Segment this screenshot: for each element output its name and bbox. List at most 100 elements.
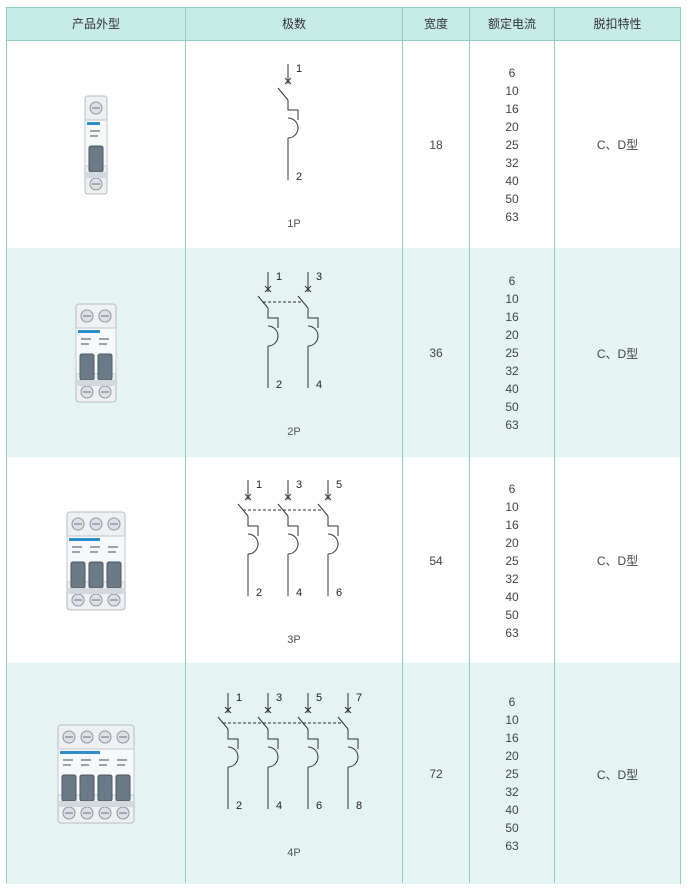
header-trip: 脱扣特性 xyxy=(593,17,642,31)
current-value: 6 xyxy=(508,695,516,709)
current-value: 20 xyxy=(505,328,519,342)
current-value: 20 xyxy=(505,749,519,763)
current-value: 10 xyxy=(505,713,519,727)
table-row: 1 2 3 4 2P 36 6 10 16 20 25 32 40 50 63 C、D型 xyxy=(7,248,680,457)
terminal-label-bottom: 2 xyxy=(236,800,242,812)
current-value: 25 xyxy=(505,137,519,152)
current-value: 63 xyxy=(505,625,519,640)
terminal-label-bottom: 4 xyxy=(276,800,282,812)
trip-characteristic: C、D型 xyxy=(596,554,639,568)
product-image-cell xyxy=(7,457,185,664)
header-current: 额定电流 xyxy=(487,17,536,31)
width-value: 18 xyxy=(429,137,443,152)
terminal-label-bottom: 6 xyxy=(336,587,342,599)
current-value: 63 xyxy=(505,209,519,224)
pole-label: 4P xyxy=(287,847,301,859)
pole-label: 2P xyxy=(287,426,301,438)
terminal-label-top: 1 xyxy=(276,271,282,283)
pole-label: 3P xyxy=(287,633,301,646)
trip-characteristic: C、D型 xyxy=(596,138,639,152)
current-value: 32 xyxy=(505,785,519,799)
current-value: 63 xyxy=(505,418,519,432)
breaker-illustration xyxy=(75,303,117,403)
terminal-label-top: 1 xyxy=(236,692,242,704)
trip-characteristic: C、D型 xyxy=(596,767,639,782)
pole-diagram: 1 2 3 4 xyxy=(257,271,322,391)
pole-diagram: 12 xyxy=(277,63,302,183)
terminal-label-top: 3 xyxy=(276,692,282,704)
current-value: 6 xyxy=(508,65,516,80)
breaker-illustration xyxy=(57,724,135,824)
current-value: 50 xyxy=(505,400,519,414)
terminal-label-bottom: 4 xyxy=(296,587,302,599)
current-value: 16 xyxy=(505,310,519,324)
current-value: 10 xyxy=(505,83,519,98)
current-value: 32 xyxy=(505,364,519,378)
terminal-label-bottom: 6 xyxy=(316,800,322,812)
table-row: 1 2 3 4 5 6 7 8 4P 72 6 10 16 20 25 32 40 50 63 C、D型 xyxy=(7,663,680,884)
current-value: 40 xyxy=(505,173,519,188)
terminal-label-top: 5 xyxy=(316,692,322,704)
width-value: 54 xyxy=(429,553,443,568)
terminal-label-top: 5 xyxy=(336,479,342,491)
column-divider xyxy=(554,8,555,883)
header-width: 宽度 xyxy=(423,17,448,31)
terminal-label-top: 7 xyxy=(356,692,362,704)
header-poles: 极数 xyxy=(281,17,306,31)
terminal-label-top: 3 xyxy=(316,271,322,283)
current-value: 50 xyxy=(505,821,519,835)
pole-diagram: 1 2 3 4 5 6 7 8 xyxy=(217,692,362,812)
current-value: 10 xyxy=(505,292,519,306)
current-value: 40 xyxy=(505,382,519,396)
terminal-label-bottom: 4 xyxy=(316,379,322,391)
current-value: 10 xyxy=(505,499,519,514)
terminal-label-bottom: 2 xyxy=(276,379,282,391)
terminal-label-bottom: 8 xyxy=(356,800,362,812)
current-value: 40 xyxy=(505,803,519,817)
product-image-cell xyxy=(7,249,185,457)
pole-diagram-cell: 1 2 3 4 5 6 7 8 4P xyxy=(186,664,402,884)
header-product: 产品外型 xyxy=(71,17,120,31)
product-image-cell xyxy=(7,41,185,248)
current-list: 6 10 16 20 25 32 40 50 63 xyxy=(470,664,554,884)
current-value: 50 xyxy=(505,191,519,206)
current-value: 6 xyxy=(508,274,516,288)
pole-diagram-cell: 1 2 3 4 2P xyxy=(186,249,402,457)
column-divider xyxy=(469,8,470,883)
current-value: 50 xyxy=(505,607,519,622)
current-value: 40 xyxy=(505,589,519,604)
current-list: 6 10 16 20 25 32 40 50 63 xyxy=(470,249,554,457)
product-image-cell xyxy=(7,664,185,884)
terminal-label-top: 1 xyxy=(256,479,262,491)
terminal-label-bottom: 2 xyxy=(296,171,302,183)
width-value: 36 xyxy=(429,346,443,360)
breaker-illustration xyxy=(66,511,126,610)
current-value: 6 xyxy=(508,481,516,496)
current-value: 25 xyxy=(505,767,519,781)
current-value: 20 xyxy=(505,119,519,134)
current-value: 25 xyxy=(505,346,519,360)
pole-diagram: 1 2 3 4 5 6 xyxy=(237,479,342,599)
pole-label: 1P xyxy=(287,217,301,230)
column-divider xyxy=(402,8,403,883)
column-divider xyxy=(185,8,186,883)
terminal-label-top: 1 xyxy=(296,63,302,75)
terminal-label-bottom: 2 xyxy=(256,587,262,599)
current-value: 63 xyxy=(505,839,519,853)
pole-diagram-cell: 1 2 3 4 5 6 3P xyxy=(186,457,402,664)
breaker-illustration xyxy=(84,95,108,194)
terminal-label-top: 3 xyxy=(296,479,302,491)
current-value: 16 xyxy=(505,517,519,532)
current-value: 16 xyxy=(505,731,519,745)
table-header: 产品外型 极数 宽度 额定电流 脱扣特性 xyxy=(7,8,680,41)
width-value: 72 xyxy=(429,767,443,781)
current-value: 25 xyxy=(505,553,519,568)
trip-characteristic: C、D型 xyxy=(596,346,639,361)
current-value: 20 xyxy=(505,535,519,550)
